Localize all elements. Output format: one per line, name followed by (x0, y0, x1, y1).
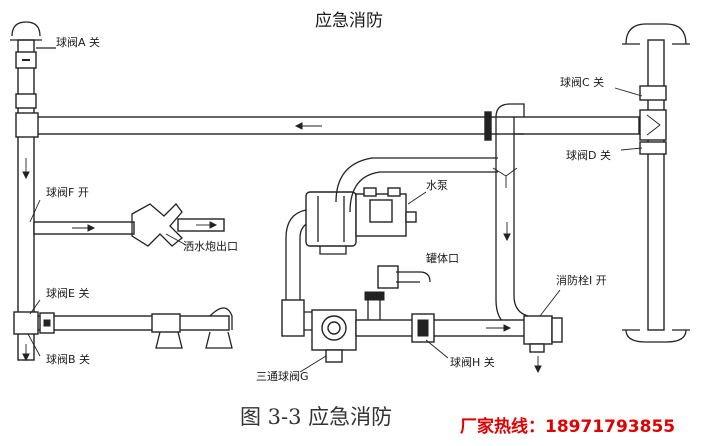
three-way-valve-g (281, 299, 357, 363)
hotline-text: 厂家热线：18971793855 (460, 416, 675, 437)
pump-label: 水泵 (426, 179, 448, 192)
right-down-pipe (492, 103, 531, 331)
valve-f-label: 球阀F 开 (46, 185, 89, 199)
valve-e-label: 球阀E 关 (46, 286, 89, 300)
cannon-branch (33, 203, 225, 247)
top-horizontal-pipe (15, 111, 640, 141)
valve-g-label: 三通球阀G (256, 369, 309, 383)
diagram-title: 应急消防 (315, 11, 383, 31)
valve-h-label: 球阀H 关 (450, 355, 495, 369)
valve-d-label: 球阀D 关 (566, 148, 611, 162)
left-vertical-pipe (10, 21, 42, 361)
valve-a-label: 球阀A 关 (56, 35, 100, 49)
valve-a (15, 47, 56, 109)
pump-assembly (285, 157, 498, 300)
bottom-left-branch (13, 307, 233, 362)
hydrant-label: 消防栓I 开 (556, 273, 607, 287)
cannon-outlet-label: 洒水炮出口 (183, 239, 238, 253)
tank-port-label: 罐体口 (426, 251, 459, 265)
hydrant-i (523, 315, 563, 374)
far-right-pipe (622, 23, 690, 343)
valve-b-label: 球阀B 关 (46, 352, 90, 366)
valve-c-label: 球阀C 关 (560, 75, 604, 89)
figure-caption: 图 3-3 应急消防 (240, 405, 392, 429)
valve-h-pipe (355, 313, 527, 343)
tank-port (364, 265, 431, 320)
